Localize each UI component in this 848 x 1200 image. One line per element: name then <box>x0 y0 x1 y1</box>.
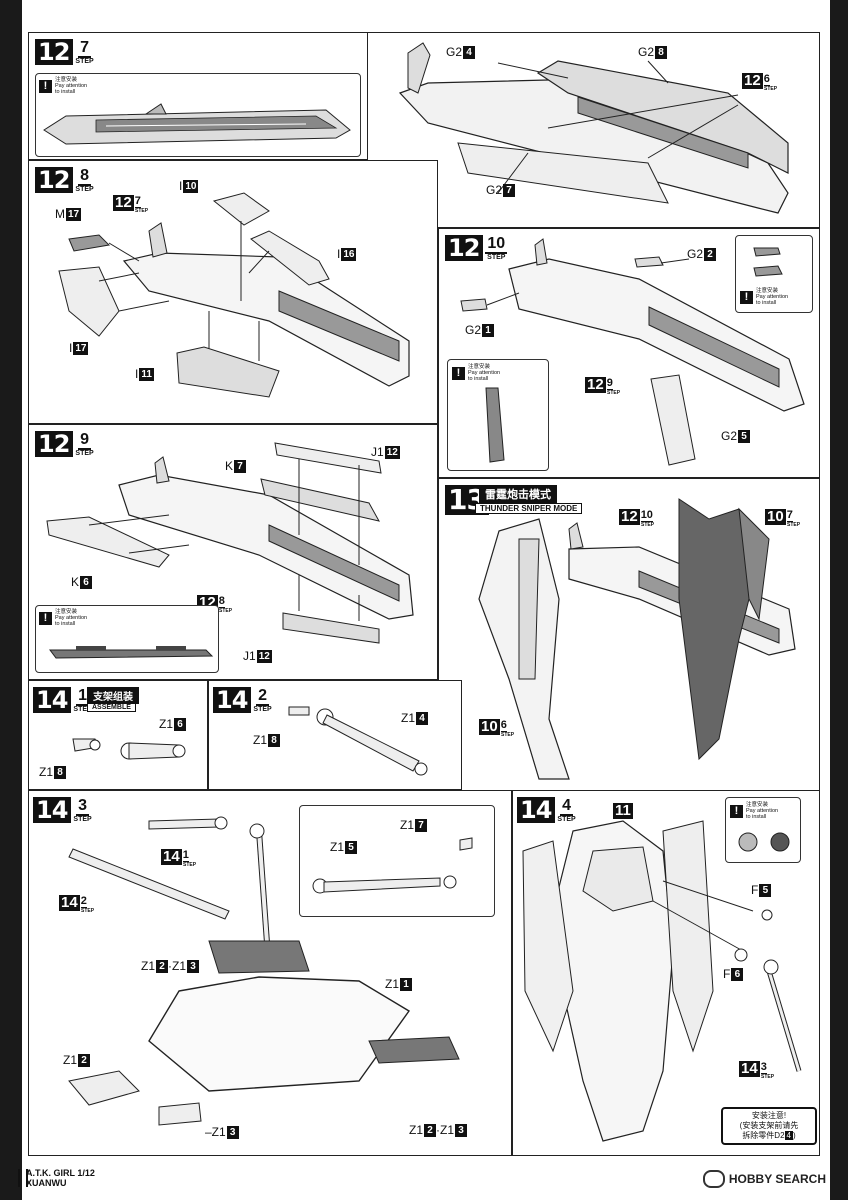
product-footer: A.T.K. GIRL 1/12 XUANWU <box>18 1168 95 1188</box>
step-title-en: ASSEMBLE <box>87 703 136 712</box>
hobby-search-logo-icon <box>702 1170 725 1188</box>
stand-base-illustration <box>68 816 460 1126</box>
rifle-assembly-12-8-illustration <box>58 192 410 398</box>
exclamation-icon: ! <box>740 290 753 304</box>
figure-mounting-illustration <box>522 820 802 1142</box>
stand-arm-assembly-illustration <box>72 738 186 760</box>
step-title-cn: 支架组装 <box>87 687 139 704</box>
joint-orientation-illustration <box>738 832 790 852</box>
left-page-edge <box>0 0 22 1200</box>
right-page-edge <box>830 0 848 1200</box>
exclamation-icon: ! <box>39 611 52 625</box>
exclamation-icon: ! <box>452 366 465 380</box>
thunder-sniper-mode-illustration <box>478 498 796 780</box>
rifle-body-illustration <box>398 42 789 214</box>
step-title-cn: 雷霆炮击模式 <box>479 485 557 503</box>
footer-bars <box>18 1169 28 1187</box>
joint-detail-illustration <box>312 837 473 894</box>
rifle-assembly-12-9-illustration <box>46 442 414 644</box>
stand-long-arm-illustration <box>288 706 428 776</box>
ref-step-11: 11 <box>613 802 633 819</box>
rail-part-illustration <box>49 646 214 659</box>
exclamation-icon: ! <box>730 804 743 818</box>
rifle-assembly-12-10-illustration <box>460 238 805 466</box>
handle-parts-illustration <box>753 247 783 277</box>
watermark: HOBBY SEARCH <box>702 1170 826 1188</box>
exclamation-icon: ! <box>39 79 52 93</box>
step-title-en: THUNDER SNIPER MODE <box>475 503 583 514</box>
blade-part-illustration <box>43 103 351 145</box>
grip-part-illustration <box>485 387 505 463</box>
